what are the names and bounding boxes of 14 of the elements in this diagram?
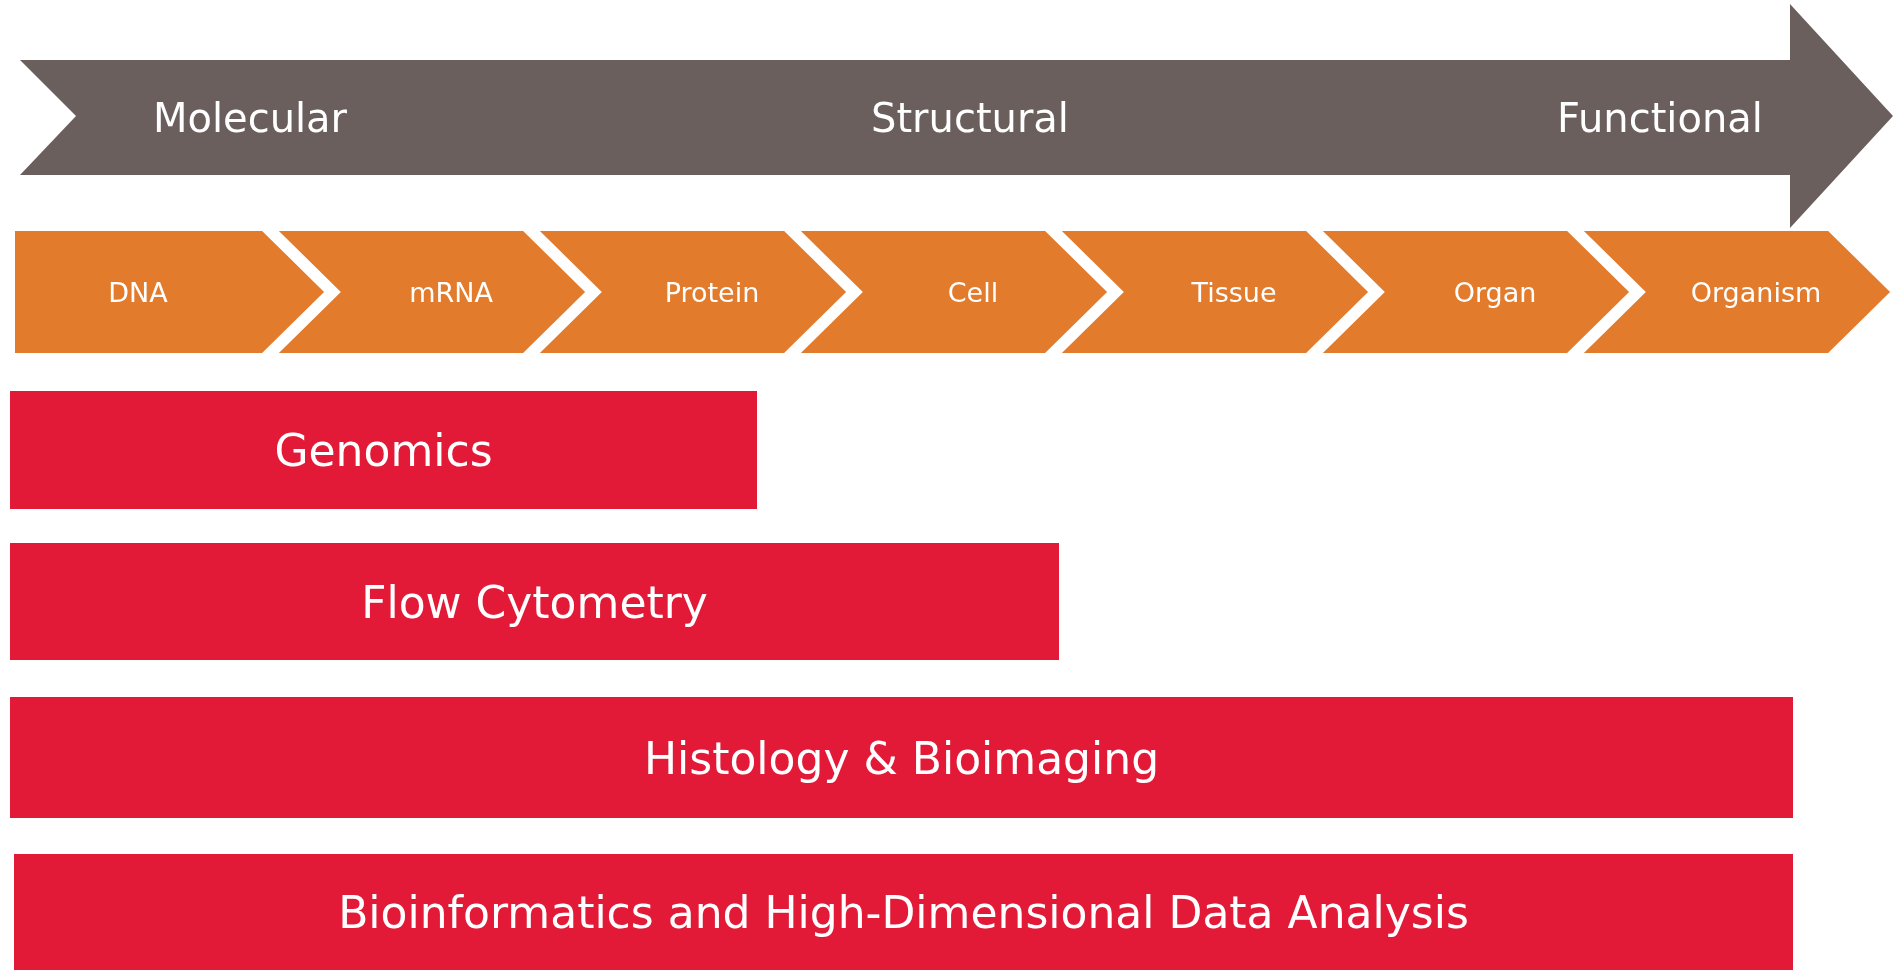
step-label: Organ: [1453, 276, 1537, 308]
scale-label: Structural: [871, 95, 1069, 141]
scale-label: Molecular: [152, 95, 348, 141]
scale-label: Functional: [1557, 95, 1763, 141]
step-label: Organism: [1690, 276, 1822, 308]
method-label: Genomics: [274, 424, 493, 476]
step-label: DNA: [108, 276, 168, 308]
method-label: Bioinformatics and High-Dimensional Data Analysis: [338, 886, 1469, 938]
step-label: Protein: [664, 276, 760, 308]
step-label: Tissue: [1191, 276, 1277, 308]
step-label: mRNA: [409, 276, 493, 308]
step-label: Cell: [947, 276, 999, 308]
method-label: Flow Cytometry: [361, 576, 708, 627]
method-label: Histology & Bioimaging: [643, 732, 1160, 783]
